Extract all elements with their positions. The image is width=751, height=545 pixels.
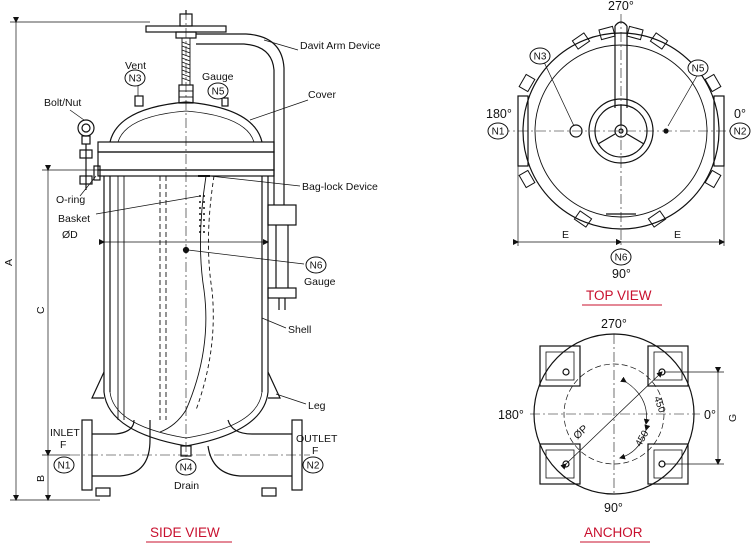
dim-label-c: C (35, 306, 47, 314)
anchor-view (530, 333, 724, 495)
top-angle-0: 0° (734, 107, 746, 121)
nozzle-text-n4: N4 (180, 463, 193, 474)
label-basket: Basket (58, 213, 90, 225)
nozzle-tag-n5 (207, 82, 229, 100)
top-tag-n5 (687, 59, 709, 77)
label-o-ring: O-ring (56, 194, 85, 206)
anchor-angle-180: 180° (498, 408, 524, 422)
bolt-nut (77, 119, 101, 190)
top-view (500, 14, 745, 250)
label-gauge-top: Gauge (202, 71, 234, 83)
top-tag-n1 (487, 122, 509, 140)
anchor-dim-phi-p: ØP (571, 423, 590, 442)
label-vent: Vent (125, 60, 146, 72)
label-diameter-d: ØD (62, 229, 78, 241)
label-davit-arm: Davit Arm Device (300, 40, 381, 52)
nozzle-text-n2: N2 (307, 461, 320, 472)
label-drain: Drain (174, 480, 199, 492)
dim-label-a: A (3, 259, 15, 266)
nozzle-tag-n6 (305, 256, 327, 274)
anchor-title: ANCHOR (584, 525, 643, 540)
nozzle-text-n1: N1 (58, 461, 71, 472)
nozzle-tag-n1 (53, 456, 75, 474)
anchor-angle-270: 270° (601, 317, 627, 331)
top-tag-n3 (529, 47, 551, 65)
anchor-dim-g: G (727, 414, 739, 422)
anchor-dim-450-a: 450 (651, 395, 667, 415)
nozzle-tag-n4 (175, 458, 197, 476)
top-text-n6: N6 (615, 253, 628, 264)
top-dim-e-right: E (674, 229, 681, 241)
nozzle-text-n3: N3 (129, 74, 142, 85)
label-leg: Leg (308, 400, 326, 412)
top-text-n1: N1 (492, 127, 505, 138)
nozzle-tag-n3 (124, 69, 146, 87)
label-cover: Cover (308, 89, 337, 101)
davit-arm (196, 33, 297, 310)
side-view-title: SIDE VIEW (150, 525, 220, 540)
label-inlet-f: F (60, 439, 66, 451)
top-text-n5: N5 (692, 64, 705, 75)
top-dim-e-left: E (562, 229, 569, 241)
top-bolts (518, 25, 722, 228)
top-text-n2: N2 (734, 127, 747, 138)
anchor-angle-90: 90° (604, 501, 623, 515)
bag-lock-device (199, 195, 205, 233)
dimension-lines (10, 17, 269, 501)
top-view-title: TOP VIEW (586, 288, 652, 303)
label-bolt-nut: Bolt/Nut (44, 97, 81, 109)
top-text-n3: N3 (534, 52, 547, 63)
label-gauge-side: Gauge (304, 276, 336, 288)
leader-lines (69, 39, 309, 405)
anchor-dim-450-b: 450 (634, 428, 652, 448)
top-tag-n2 (729, 122, 751, 140)
label-outlet: OUTLET (296, 433, 338, 445)
top-angle-90: 90° (612, 267, 631, 281)
nozzle-text-n5: N5 (212, 87, 225, 98)
nozzle-text-n6: N6 (310, 261, 323, 272)
side-view (10, 10, 310, 501)
top-tag-n6 (610, 248, 632, 266)
anchor-angle-0: 0° (704, 408, 716, 422)
top-angle-180: 180° (486, 107, 512, 121)
nozzle-tag-n2 (302, 456, 324, 474)
dim-label-b: B (35, 475, 47, 482)
label-bag-lock: Bag-lock Device (302, 181, 378, 193)
anchor-plate-bl (539, 443, 581, 485)
vent-fitting (134, 95, 144, 107)
legs (91, 371, 281, 497)
basket (117, 175, 215, 433)
gauge-fitting-top (221, 97, 229, 107)
label-outlet-f: F (312, 445, 318, 457)
top-angle-270: 270° (608, 0, 634, 13)
anchor-plate-tl (539, 345, 581, 387)
label-shell: Shell (288, 324, 311, 336)
label-inlet: INLET (50, 427, 80, 439)
